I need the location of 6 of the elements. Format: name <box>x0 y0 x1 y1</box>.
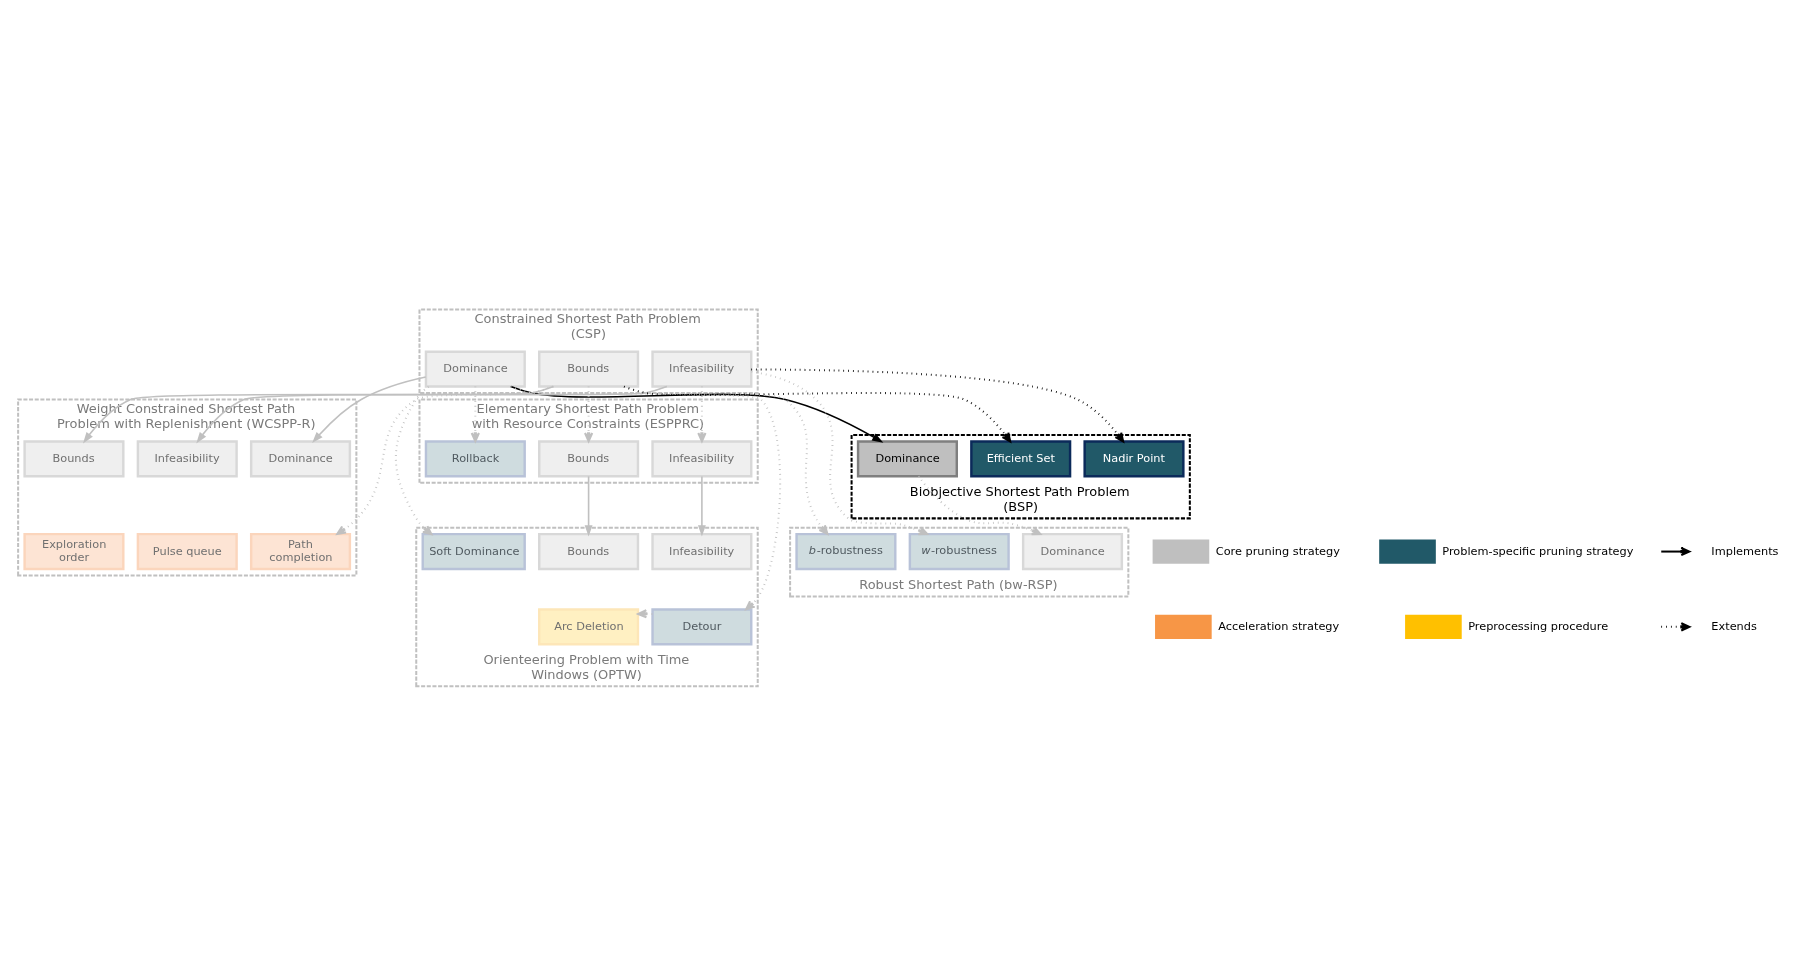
legend-label: Implements <box>1711 543 1779 558</box>
legend-label: Problem-specific pruning strategy <box>1442 543 1634 558</box>
legend-label: Acceleration strategy <box>1218 618 1340 633</box>
legend-label: Extends <box>1711 618 1757 633</box>
legend-label: Core pruning strategy <box>1215 543 1340 558</box>
legend-label: Preprocessing procedure <box>1468 618 1609 633</box>
